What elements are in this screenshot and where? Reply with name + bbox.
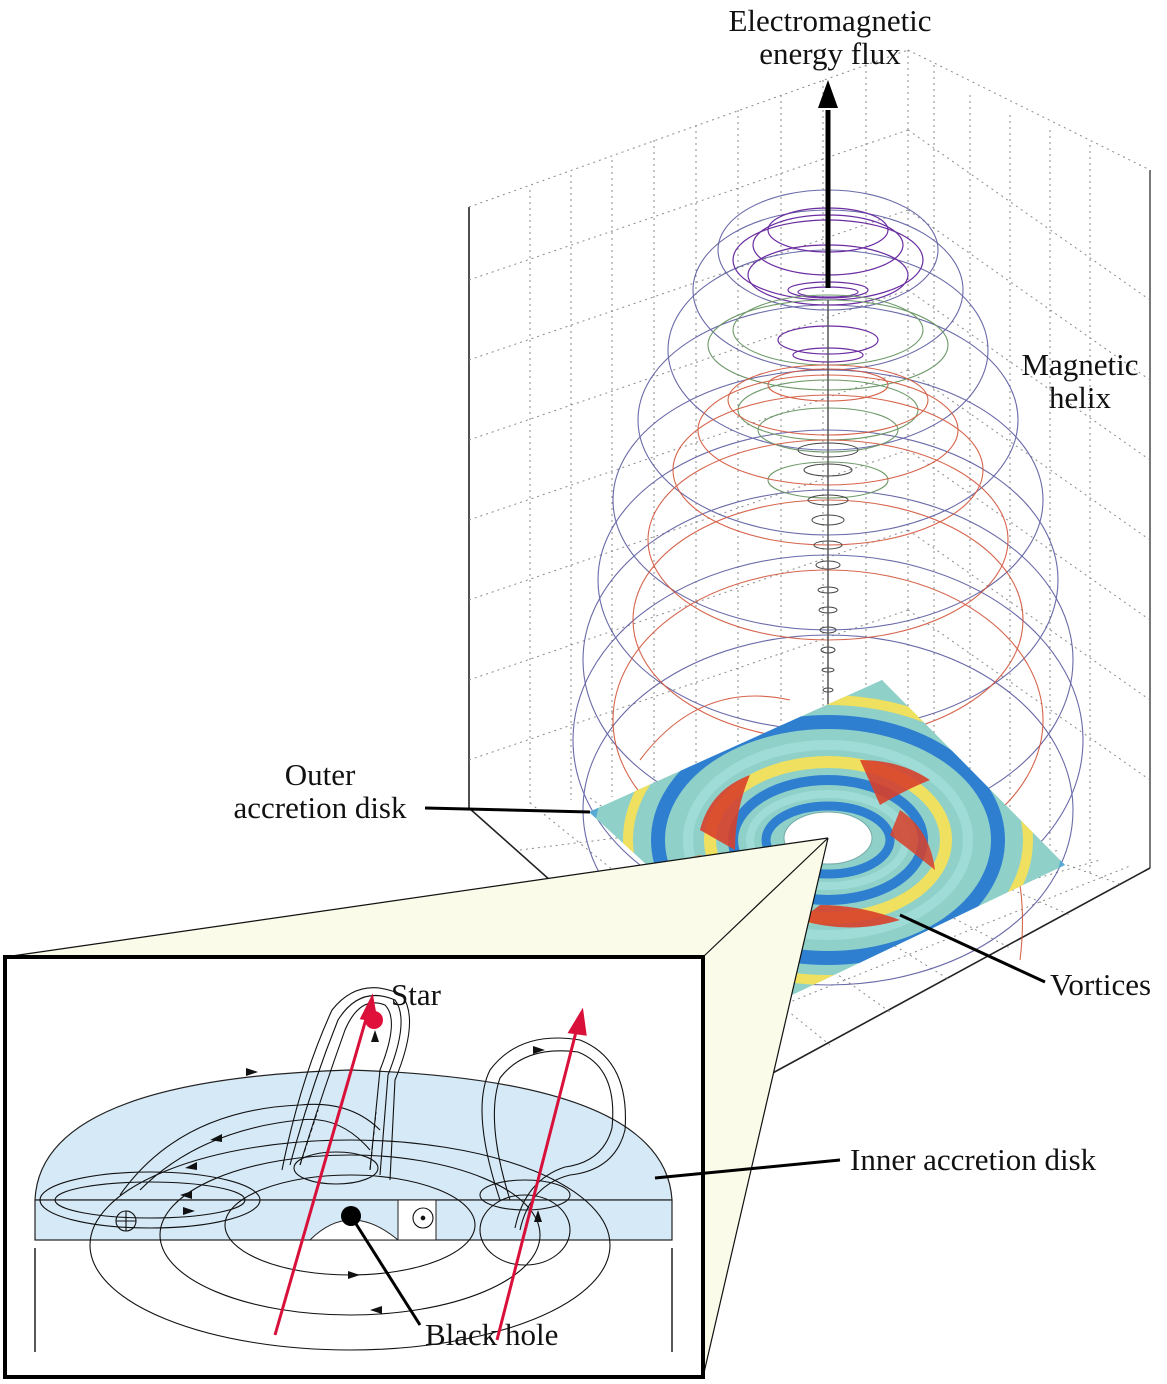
- magnetic-helix-label-line2: helix: [1049, 380, 1111, 415]
- magnetic-helix-label: Magnetic helix: [1010, 348, 1150, 414]
- outer-disk-label-line1: Outer: [284, 757, 356, 792]
- inner-accretion-disk: [34, 987, 673, 1352]
- outer-disk-label-line2: accretion disk: [233, 790, 407, 825]
- energy-flux-label-line2: energy flux: [759, 36, 901, 71]
- magnetic-helix-label-line1: Magnetic: [1021, 347, 1139, 382]
- perspective-grid: [468, 49, 1151, 1076]
- star-dot: [365, 1011, 383, 1029]
- energy-flux-label-line1: Electromagnetic: [728, 3, 932, 38]
- magnetic-helix: [572, 189, 1084, 986]
- inset-callout: [4, 837, 829, 1378]
- leader-lines: [424, 806, 1046, 1180]
- energy-flux-label: Electromagnetic energy flux: [680, 4, 980, 70]
- vortices-label: Vortices: [1050, 967, 1152, 1002]
- inner-disk-label: Inner accretion disk: [850, 1142, 1097, 1177]
- star-label: Star: [391, 977, 441, 1012]
- outer-disk-label: Outer accretion disk: [210, 758, 430, 824]
- black-hole-label: Black hole: [425, 1317, 559, 1352]
- energy-flux-arrow: [818, 80, 838, 288]
